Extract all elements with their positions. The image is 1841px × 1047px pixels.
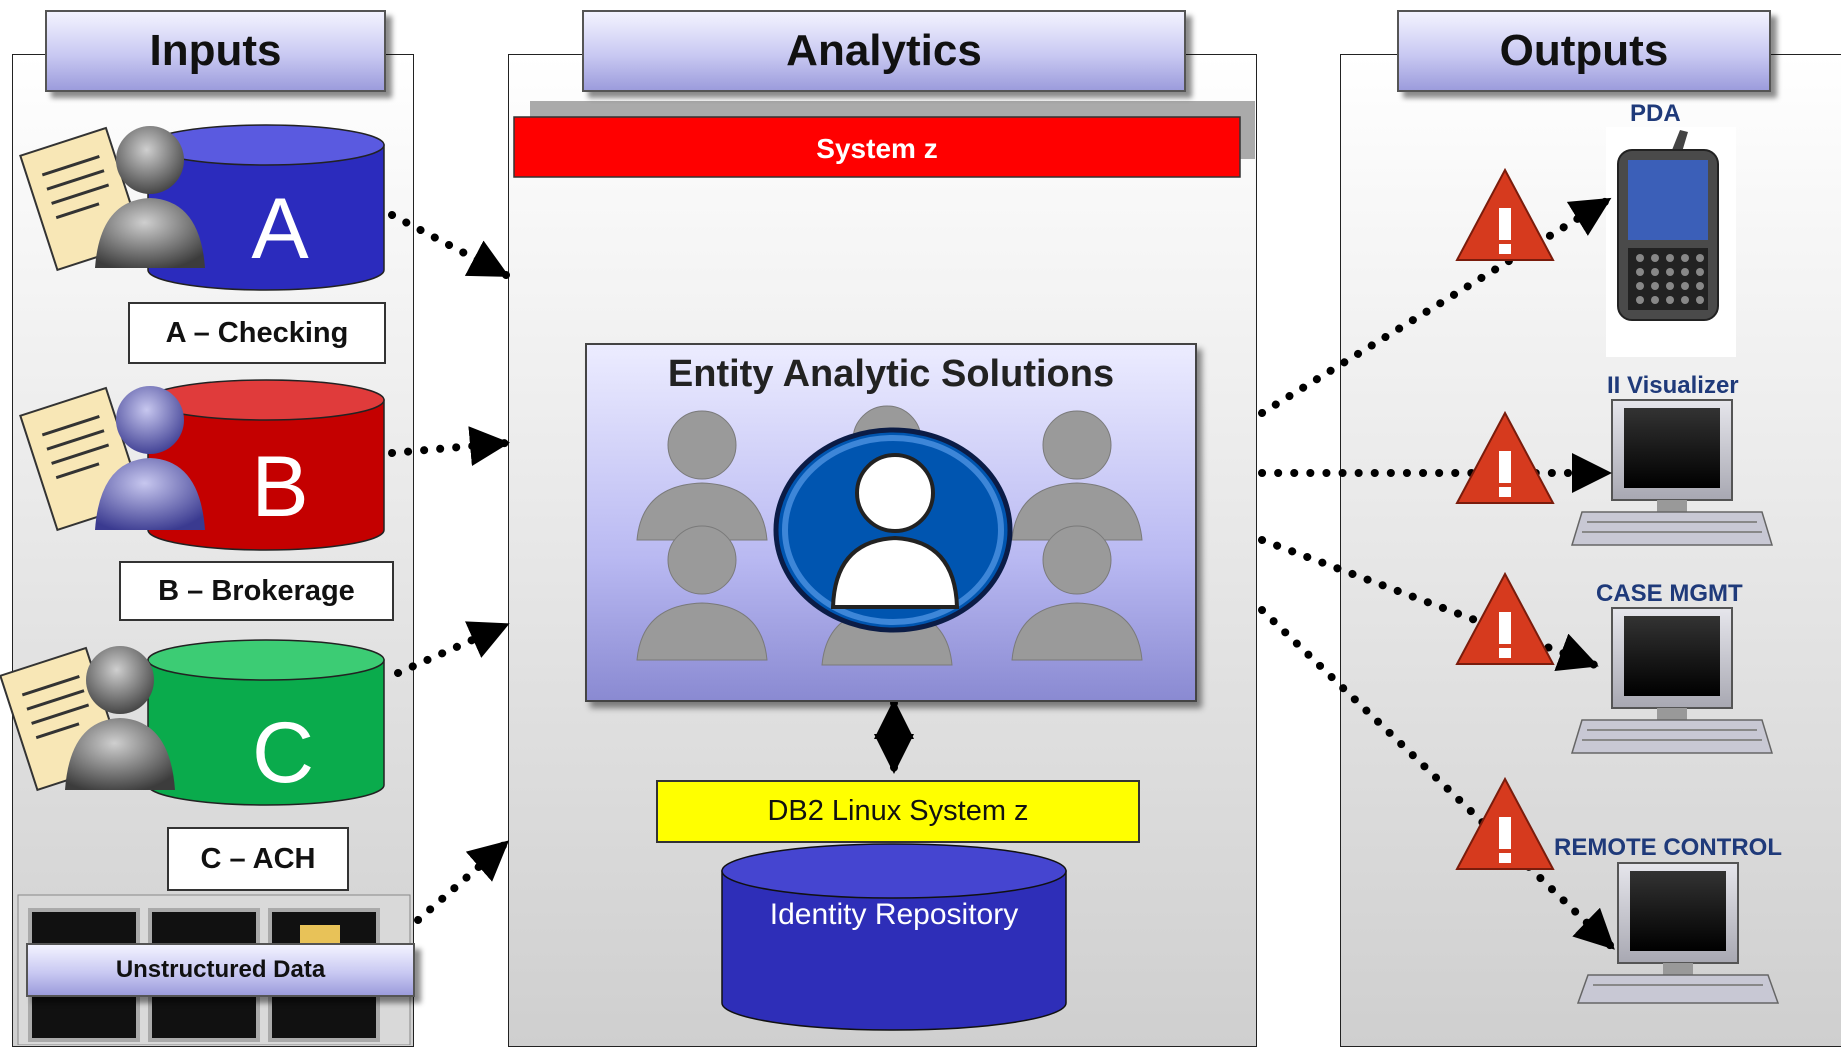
output-label-case-mgmt: CASE MGMT bbox=[1596, 580, 1743, 607]
source-a-person-icon bbox=[95, 126, 205, 268]
source-c-person-icon bbox=[65, 646, 175, 790]
identity-repository-label: Identity Repository bbox=[769, 898, 1019, 931]
source-c-label: C – ACH bbox=[167, 827, 349, 891]
unstructured-data-label: Unstructured Data bbox=[26, 943, 415, 997]
input-connectors bbox=[388, 211, 510, 924]
outputs-header: Outputs bbox=[1397, 10, 1771, 92]
platform-bar bbox=[513, 116, 1241, 178]
source-a-database: A bbox=[147, 124, 385, 291]
output-label-ii-visualizer: II Visualizer bbox=[1607, 372, 1739, 399]
source-b-person-icon bbox=[95, 386, 205, 530]
source-b-database: B bbox=[147, 379, 385, 551]
computer-icon bbox=[1570, 399, 1774, 546]
entity-analytic-solutions-block: Entity Analytic Solutions bbox=[585, 343, 1197, 702]
warning-icon bbox=[1455, 167, 1555, 261]
computer-icon bbox=[1570, 607, 1774, 754]
engine-title: Entity Analytic Solutions bbox=[667, 353, 1115, 395]
entity-group-icon bbox=[636, 405, 1143, 666]
output-label-pda: PDA bbox=[1630, 100, 1681, 127]
computer-icon bbox=[1576, 862, 1780, 1004]
inputs-header: Inputs bbox=[45, 10, 386, 92]
db2-bar: DB2 Linux System z bbox=[656, 780, 1140, 843]
output-connectors bbox=[1258, 196, 1616, 951]
identity-repository-cylinder bbox=[721, 843, 1067, 1031]
source-b-label: B – Brokerage bbox=[119, 561, 394, 621]
source-a-label: A – Checking bbox=[128, 302, 386, 364]
source-c-letter: C bbox=[252, 705, 314, 801]
warning-icon bbox=[1455, 571, 1555, 665]
warning-icon bbox=[1455, 410, 1555, 504]
analytics-header: Analytics bbox=[582, 10, 1186, 92]
source-a-letter: A bbox=[251, 181, 309, 277]
pda-icon bbox=[1606, 127, 1736, 357]
source-c-database: C bbox=[147, 639, 385, 806]
output-label-remote-control: REMOTE CONTROL bbox=[1554, 834, 1782, 861]
source-b-letter: B bbox=[251, 439, 308, 535]
warning-icon bbox=[1455, 776, 1555, 870]
platform-bar-label: System z bbox=[816, 133, 937, 164]
